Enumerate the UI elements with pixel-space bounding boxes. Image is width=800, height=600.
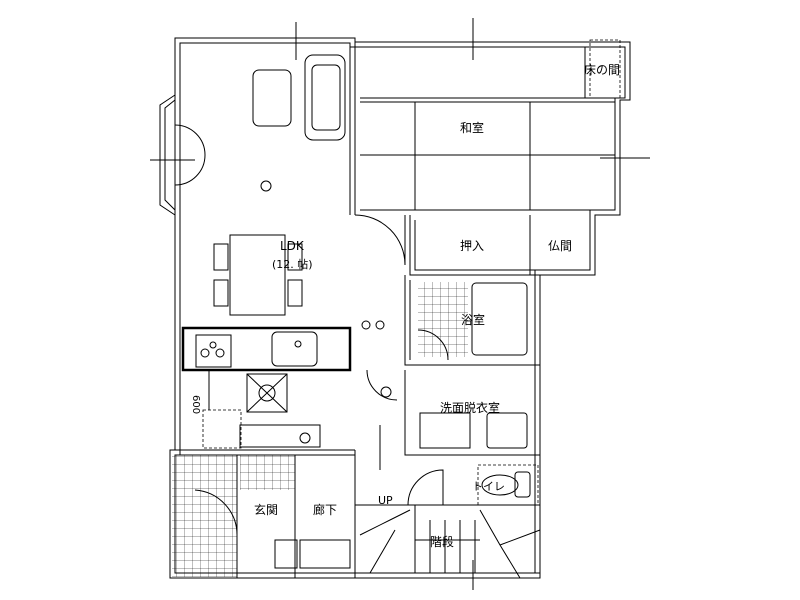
bathtub — [471, 282, 528, 356]
room-label-oshiire: 押入 — [460, 239, 484, 253]
room-label-bath: 浴室 — [461, 312, 485, 327]
room-label-ldk: LDK — [280, 239, 305, 253]
sofa — [304, 54, 346, 141]
room-label-washroom: 洗面脱衣室 — [440, 400, 500, 415]
ceiling-light-icon — [260, 180, 272, 192]
vanity — [486, 412, 528, 449]
room-label-entrance: 玄関 — [254, 502, 278, 517]
room-label-ldk-size: (12. 帖) — [272, 258, 313, 271]
coffee-table — [252, 69, 292, 127]
up-label: UP — [378, 494, 393, 507]
room-label-tokonoma: 床の間 — [584, 63, 620, 77]
stove — [195, 334, 232, 368]
room-label-hallway: 廊下 — [313, 502, 337, 517]
dining-table — [229, 234, 286, 316]
kitchen-counter — [181, 326, 352, 372]
dimension-label: 600 — [190, 395, 201, 414]
room-label-stairs: 階段 — [430, 534, 454, 549]
fridge — [246, 373, 288, 413]
entrance-tile — [172, 455, 237, 577]
bay-window — [150, 94, 206, 216]
room-label-butsuma: 仏間 — [548, 239, 572, 253]
sink — [271, 331, 318, 367]
washing-machine — [419, 412, 471, 449]
staircase — [355, 504, 541, 579]
exterior-walls — [169, 37, 631, 579]
bath-tile — [418, 282, 468, 357]
closets — [409, 215, 595, 276]
washitsu-walls — [349, 39, 621, 266]
ldk-furniture — [181, 54, 385, 449]
room-label-washitsu: 和室 — [460, 120, 484, 135]
axis-markers — [295, 18, 650, 590]
room-label-toilet: トイレ — [472, 480, 505, 493]
